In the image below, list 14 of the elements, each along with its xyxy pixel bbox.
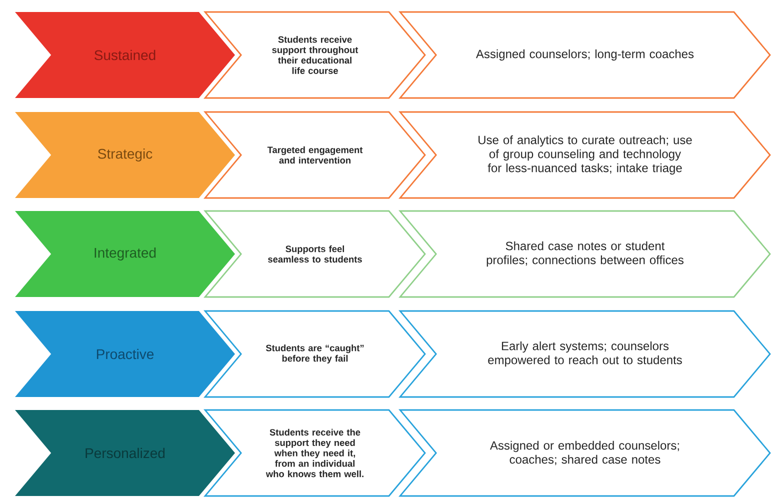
category-banner: Strategic — [15, 112, 235, 198]
category-banner: Sustained — [15, 12, 235, 98]
description-banner: Students receive support throughout their educational life course — [204, 11, 426, 99]
example-banner: Early alert systems; counselors empowered to reach out to students — [398, 310, 771, 398]
example-banner: Use of analytics to curate outreach; use of group counseling and technology for less-nuanced tasks; intake triage — [398, 111, 771, 199]
description-banner: Students receive the support they need when they need it, from an individual who knows them well. — [204, 409, 426, 497]
description-banner: Targeted engagement and intervention — [204, 111, 426, 199]
description-banner: Supports feel seamless to students — [204, 210, 426, 298]
category-banner: Integrated — [15, 211, 235, 297]
example-banner: Assigned or embedded counselors; coaches; shared case notes — [398, 409, 771, 497]
example-banner: Shared case notes or student profiles; connections between offices — [398, 210, 771, 298]
description-banner: Students are “caught” before they fail — [204, 310, 426, 398]
example-banner: Assigned counselors; long-term coaches — [398, 11, 771, 99]
category-banner: Proactive — [15, 311, 235, 397]
